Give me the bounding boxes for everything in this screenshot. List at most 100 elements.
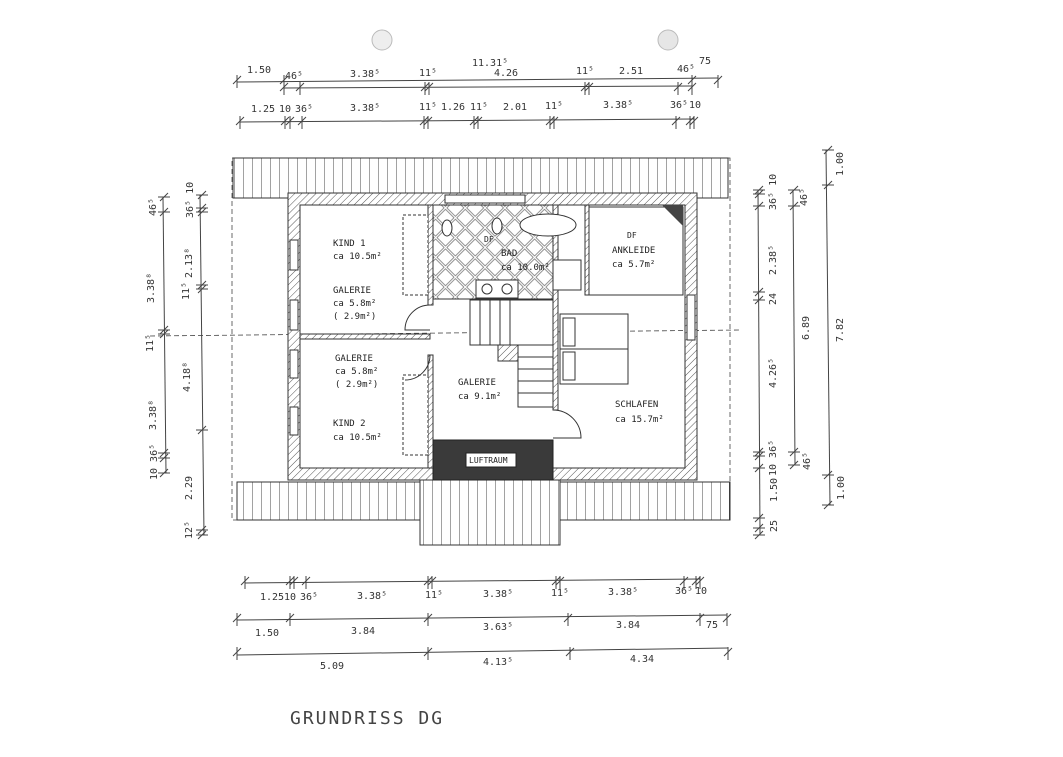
dim-label: 10 36⁵ xyxy=(149,444,160,480)
dim-label: 1.00 xyxy=(835,152,846,176)
dims-right: 36⁵ 10 2.38⁵ 24 4.26⁵ 10 36⁵ 1.50 25 46⁵… xyxy=(768,152,847,532)
room-galerie-a-name: GALERIE xyxy=(333,286,371,296)
toilet xyxy=(441,219,453,237)
stairs xyxy=(517,344,554,408)
roof-eave-bottom-left xyxy=(236,481,421,521)
dim-label: 4.26 xyxy=(494,68,518,79)
dim-label: 12⁵ xyxy=(184,521,195,539)
room-galerie-b-sub: ( 2.9m²) xyxy=(335,380,378,390)
dim-label: 3.38⁵ xyxy=(350,103,380,114)
room-galerie-c-name: GALERIE xyxy=(458,378,496,388)
dim-label: 11⁵ xyxy=(425,590,443,601)
dim-label: 36⁵ xyxy=(300,592,318,603)
window-left xyxy=(289,349,299,379)
dim-label: 36⁵ 10 xyxy=(185,182,196,218)
dim-label: 11⁵ xyxy=(181,282,192,300)
dim-label: 11⁵ xyxy=(145,334,156,352)
dim-label: 3.63⁵ xyxy=(483,622,513,633)
dim-label: 3.38⁵ xyxy=(483,589,513,600)
room-kind2-name: KIND 2 xyxy=(333,419,366,429)
dim-label: 1.00 xyxy=(836,476,847,500)
window-left xyxy=(289,239,299,271)
dim-label: 11⁵ xyxy=(545,101,563,112)
dim-label: 1.50 xyxy=(247,65,271,76)
dims-bottom: 1.25 10 36⁵ 3.38⁵ 11⁵ 3.38⁵ 11⁵ 3.38⁵ 36… xyxy=(255,586,718,672)
dim-label: 11⁵ xyxy=(419,102,437,113)
dim-label: 36⁵ 10 xyxy=(768,174,779,210)
dim-label: 2.01 xyxy=(503,102,527,113)
wardrobe xyxy=(402,374,429,456)
dim-label: 11⁵ xyxy=(576,66,594,77)
dormer-eave xyxy=(419,479,561,546)
dim-label: 3.38⁸ xyxy=(146,273,157,303)
dim-label: 11.31⁵ xyxy=(472,58,508,69)
fixtures xyxy=(402,205,683,481)
dim-label: 7.82 xyxy=(835,318,846,342)
punch-hole xyxy=(371,29,393,51)
dims-left: 46⁵ 3.38⁸ 11⁵ 3.38⁸ 10 36⁵ 36⁵ 10 2.13⁸ … xyxy=(145,182,196,539)
dim-label: 46⁵ xyxy=(802,452,813,470)
window-right xyxy=(686,294,696,341)
dim-label: 3.38⁸ xyxy=(148,400,159,430)
dim-label: 4.18⁸ xyxy=(182,362,193,392)
dim-label: 5.09 xyxy=(320,661,344,672)
bidet xyxy=(491,217,503,235)
dim-label: 3.38⁵ xyxy=(603,100,633,111)
punch-hole xyxy=(657,29,679,51)
drawing-title: GRUNDRISS DG xyxy=(290,708,444,729)
dim-label: 10 xyxy=(284,592,296,603)
dimension-lines xyxy=(162,77,831,656)
bathtub xyxy=(519,213,577,237)
room-galerie-b-area: ca 5.8m² xyxy=(335,367,378,377)
room-galerie-a-sub: ( 2.9m²) xyxy=(333,312,376,322)
room-galerie-c-area: ca 9.1m² xyxy=(458,392,501,402)
room-ankleide-area: ca 5.7m² xyxy=(612,260,655,270)
dim-label: 46⁵ xyxy=(677,64,695,75)
dim-label: 3.84 xyxy=(616,620,640,631)
stairs xyxy=(469,299,554,346)
dim-label: 46⁵ xyxy=(799,188,810,206)
dim-label: 46⁵ xyxy=(285,71,303,82)
dim-label: 3.84 xyxy=(351,626,375,637)
roof-window-label: DF xyxy=(627,231,637,240)
dim-label: 75 xyxy=(706,620,718,631)
dim-label: 36⁵ xyxy=(675,586,693,597)
dim-label: 1.50 xyxy=(769,478,780,502)
room-schlafen-name: SCHLAFEN xyxy=(615,400,658,410)
room-kind2-area: ca 10.5m² xyxy=(333,433,382,443)
room-kind1-name: KIND 1 xyxy=(333,239,366,249)
dim-label: 3.38⁵ xyxy=(350,69,380,80)
dim-label: 10 xyxy=(695,586,707,597)
dim-label: 46⁵ xyxy=(148,198,159,216)
dim-label: 10 xyxy=(689,100,701,111)
dim-label: 4.13⁵ xyxy=(483,657,513,668)
dim-label: 10 36⁵ xyxy=(768,440,779,476)
dim-label: 2.13⁸ xyxy=(184,248,195,278)
dim-label: 1.50 xyxy=(255,628,279,639)
room-ankleide-name: ANKLEIDE xyxy=(612,246,655,256)
window-left xyxy=(289,299,299,331)
room-bad-area: ca 10.0m² xyxy=(501,263,550,273)
dim-label: 10 xyxy=(279,104,291,115)
dim-label: 3.38⁵ xyxy=(357,591,387,602)
dim-label: 2.38⁵ xyxy=(768,245,779,275)
roof-window-label: DF xyxy=(484,235,494,244)
room-luftraum-name: LUFTRAUM xyxy=(469,456,508,465)
room-galerie-a-area: ca 5.8m² xyxy=(333,299,376,309)
dim-label: 11⁵ xyxy=(419,68,437,79)
dim-label: 11⁵ xyxy=(551,588,569,599)
dim-label: 3.38⁵ xyxy=(608,587,638,598)
dim-label: 6.89 xyxy=(801,316,812,340)
room-bad-name: BAD xyxy=(501,249,517,259)
wardrobe xyxy=(402,214,429,296)
room-labels: KIND 1 ca 10.5m² GALERIE ca 5.8m² ( 2.9m… xyxy=(333,231,664,465)
dimension-ticks xyxy=(158,75,834,660)
room-galerie-b-name: GALERIE xyxy=(335,354,373,364)
room-kind1-area: ca 10.5m² xyxy=(333,252,382,262)
dim-label: 36⁵ xyxy=(670,100,688,111)
dim-label: 4.34 xyxy=(630,654,654,665)
dim-label: 1.26 xyxy=(441,102,465,113)
room-schlafen-area: ca 15.7m² xyxy=(615,415,664,425)
dim-label: 2.51 xyxy=(619,66,643,77)
